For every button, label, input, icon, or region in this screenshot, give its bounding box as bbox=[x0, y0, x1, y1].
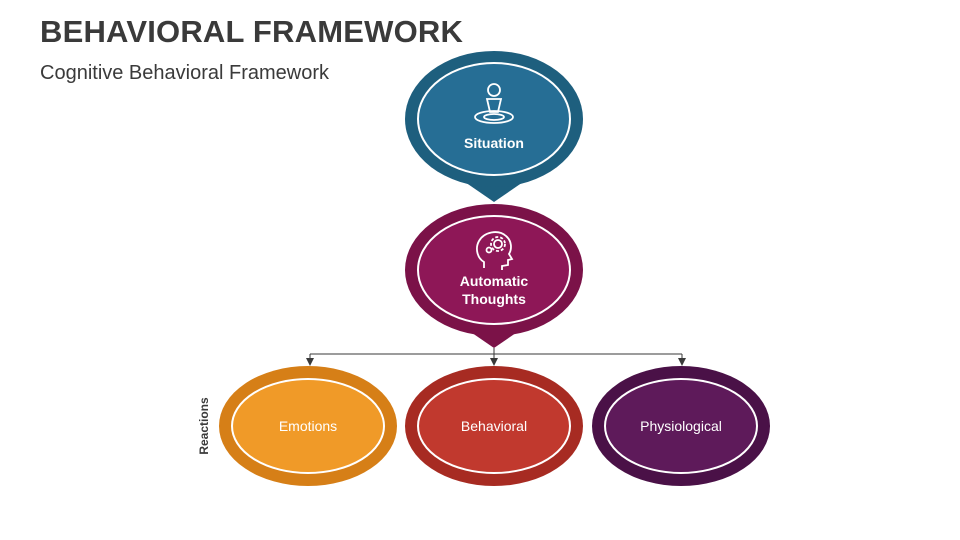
thoughts-label-line2: Thoughts bbox=[462, 291, 526, 307]
head-gears-icon bbox=[476, 231, 514, 270]
thoughts-label-line1: Automatic bbox=[460, 273, 529, 289]
person-target-icon bbox=[474, 83, 514, 124]
page-title: BEHAVIORAL FRAMEWORK bbox=[40, 14, 464, 49]
physiological-label: Physiological bbox=[640, 418, 722, 434]
situation-node: Situation bbox=[405, 51, 583, 202]
automatic-thoughts-node: Automatic Thoughts bbox=[405, 204, 583, 348]
connector-lines bbox=[306, 348, 686, 366]
situation-inner-ellipse bbox=[417, 62, 571, 176]
page-subtitle: Cognitive Behavioral Framework bbox=[40, 62, 330, 84]
reactions-label: Reactions bbox=[197, 397, 211, 455]
behavioral-inner-ellipse bbox=[417, 378, 571, 474]
physiological-node: Physiological bbox=[592, 366, 770, 486]
physiological-inner-ellipse bbox=[604, 378, 758, 474]
behavioral-label: Behavioral bbox=[461, 418, 527, 434]
emotions-inner-ellipse bbox=[231, 378, 385, 474]
situation-label: Situation bbox=[464, 135, 524, 151]
thoughts-inner-ellipse bbox=[417, 215, 571, 325]
emotions-label: Emotions bbox=[279, 418, 337, 434]
emotions-node: Emotions bbox=[219, 366, 397, 486]
behavioral-node: Behavioral bbox=[405, 366, 583, 486]
